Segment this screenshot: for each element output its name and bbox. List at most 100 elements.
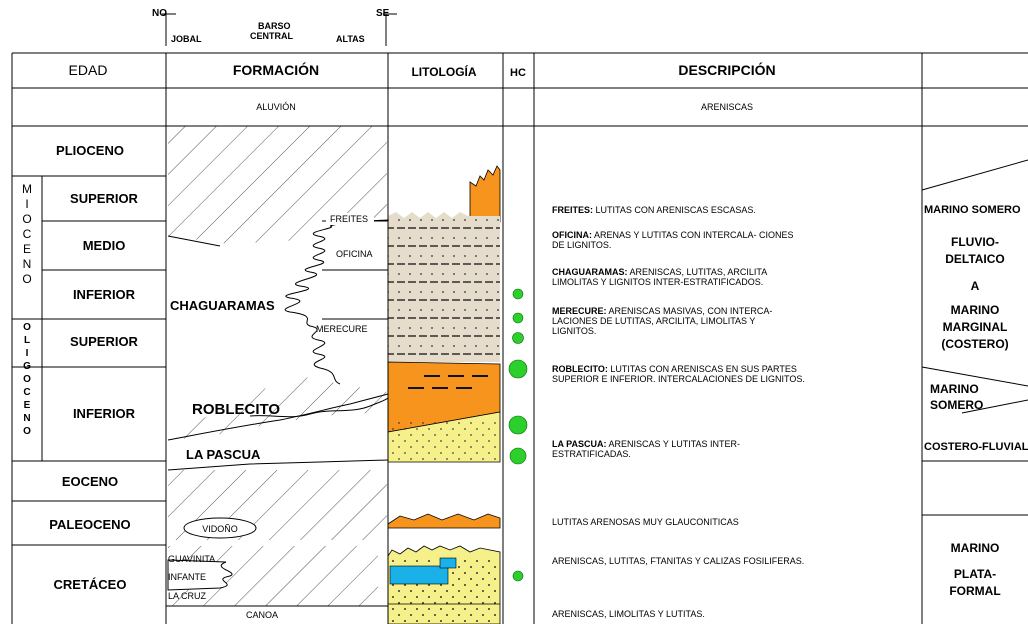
hc-indicators (509, 289, 527, 581)
oligoceno-letter: C (23, 387, 30, 398)
age-eoceno: EOCENO (62, 474, 118, 489)
formation-vidono: VIDOÑO (202, 524, 238, 534)
oligoceno-letter: O (23, 374, 31, 385)
oligoceno-letter: N (23, 413, 30, 424)
aluvion-label: ALUVIÓN (256, 102, 296, 112)
description-text: LIMOLITAS Y LIGNITOS INTER-ESTRATIFICADO… (552, 277, 763, 287)
env-marginal: MARGINAL (943, 320, 1008, 334)
mioceno-letter: O (22, 212, 31, 226)
hc-dot (509, 416, 527, 434)
lith-freites-orange (470, 166, 500, 222)
descriptions: FREITES: LUTITAS CON ARENISCAS ESCASAS. O… (552, 205, 805, 619)
age-mio-inferior: INFERIOR (73, 287, 136, 302)
formation-freites: FREITES (330, 214, 368, 224)
label-se: SE (376, 8, 390, 19)
formation-roblecito: ROBLECITO (192, 401, 280, 418)
env-marino: MARINO (951, 303, 1000, 317)
formation-oficina: OFICINA (336, 249, 373, 259)
description-line: MERECURE: ARENISCAS MASIVAS, CON INTERCA… (552, 306, 772, 316)
mioceno-letter: I (25, 197, 28, 211)
age-plioceno: PLIOCENO (56, 143, 124, 158)
hc-dot (513, 289, 523, 299)
description-text: ARENISCAS MASIVAS, CON INTERCA- (607, 306, 773, 316)
oligoceno-letter: O (23, 322, 31, 333)
description-text: ARENISCAS Y LUTITAS INTER- (607, 439, 741, 449)
description-formation-name: FREITES: (552, 205, 593, 215)
description-text: SUPERIOR E INFERIOR. INTERCALACIONES DE … (552, 374, 805, 384)
header-descripcion: DESCRIPCIÓN (678, 61, 775, 78)
oligoceno-letter: O (23, 426, 31, 437)
env-marino-somero-2b: SOMERO (930, 398, 983, 412)
description-text: LUTITAS ARENOSAS MUY GLAUCONITICAS (552, 517, 739, 527)
env-marino-plat: MARINO (951, 541, 1000, 555)
label-jobal: JOBAL (171, 34, 202, 44)
hc-dot (513, 333, 524, 344)
oligoceno-letter: I (26, 348, 29, 359)
hc-dot (510, 448, 526, 464)
env-formal: FORMAL (949, 584, 1000, 598)
env-costero-fluvial: COSTERO-FLUVIAL (924, 441, 1028, 453)
lith-cretaceo-limestone (390, 566, 448, 584)
description-text: ARENAS Y LUTITAS CON INTERCALA- CIONES (592, 230, 794, 240)
env-a: A (971, 279, 980, 293)
mioceno-letter: C (23, 227, 32, 241)
formation-merecure: MERECURE (316, 324, 368, 334)
description-line: FREITES: LUTITAS CON ARENISCAS ESCASAS. (552, 205, 756, 215)
mioceno-letter: O (22, 272, 31, 286)
description-line: LA PASCUA: ARENISCAS Y LUTITAS INTER- (552, 439, 740, 449)
description-text: DE LIGNITOS. (552, 240, 611, 250)
formation-guavinita: GUAVINITA (168, 554, 215, 564)
label-no: NO (152, 8, 167, 19)
mioceno-letter: E (23, 242, 31, 256)
formation-la-cruz: LA CRUZ (168, 591, 207, 601)
description-text: LIGNITOS. (552, 326, 596, 336)
header-edad: EDAD (69, 62, 108, 78)
age-paleoceno: PALEOCENO (49, 517, 130, 532)
description-line: OFICINA: ARENAS Y LUTITAS CON INTERCALA-… (552, 230, 794, 240)
lith-paleoceno-orange (388, 514, 500, 528)
description-formation-name: OFICINA: (552, 230, 592, 240)
env-costero: (COSTERO) (941, 337, 1008, 351)
label-barso-1: BARSO (258, 21, 291, 31)
description-text: LUTITAS CON ARENISCAS EN SUS PARTES (608, 364, 797, 374)
env-deltaico: DELTAICO (945, 252, 1005, 266)
formation-canoa: CANOA (246, 610, 278, 620)
description-text: LACIONES DE LUTITAS, ARCILITA, LIMOLITAS… (552, 316, 755, 326)
age-cretaceo: CRETÁCEO (54, 577, 127, 592)
oligoceno-letter: G (23, 361, 31, 372)
hc-dot (513, 571, 523, 581)
mioceno-letter: M (22, 182, 32, 196)
description-text: ARENISCAS, LUTITAS, FTANITAS Y CALIZAS F… (552, 556, 804, 566)
label-barso-2: CENTRAL (250, 31, 293, 41)
age-oli-inferior: INFERIOR (73, 406, 136, 421)
header-hc: HC (510, 67, 526, 79)
age-oli-superior: SUPERIOR (70, 334, 139, 349)
hc-dot (509, 360, 527, 378)
label-altas: ALTAS (336, 34, 365, 44)
oligoceno-letter: E (24, 400, 31, 411)
header-formacion: FORMACIÓN (233, 61, 319, 78)
description-text: ESTRATIFICADAS. (552, 449, 631, 459)
description-formation-name: LA PASCUA: (552, 439, 607, 449)
age-mio-medio: MEDIO (83, 238, 126, 253)
env-fluvio: FLUVIO- (951, 235, 999, 249)
env-marino-somero-2a: MARINO (930, 382, 979, 396)
description-formation-name: MERECURE: (552, 306, 607, 316)
mioceno-letter: N (23, 257, 32, 271)
age-mio-superior: SUPERIOR (70, 191, 139, 206)
formation-infante: INFANTE (168, 572, 206, 582)
description-text: ARENISCAS, LUTITAS, ARCILITA (628, 267, 768, 277)
hc-dot (513, 313, 523, 323)
lith-oficina-pattern (388, 216, 500, 362)
description-formation-name: ROBLECITO: (552, 364, 608, 374)
description-formation-name: CHAGUARAMAS: (552, 267, 628, 277)
env-marino-somero-1: MARINO SOMERO (924, 204, 1021, 216)
env-plata: PLATA- (954, 567, 996, 581)
oligoceno-letter: L (24, 335, 30, 346)
description-text: LUTITAS CON ARENISCAS ESCASAS. (593, 205, 756, 215)
formation-la-pascua: LA PASCUA (186, 447, 261, 462)
description-line: CHAGUARAMAS: ARENISCAS, LUTITAS, ARCILIT… (552, 267, 767, 277)
